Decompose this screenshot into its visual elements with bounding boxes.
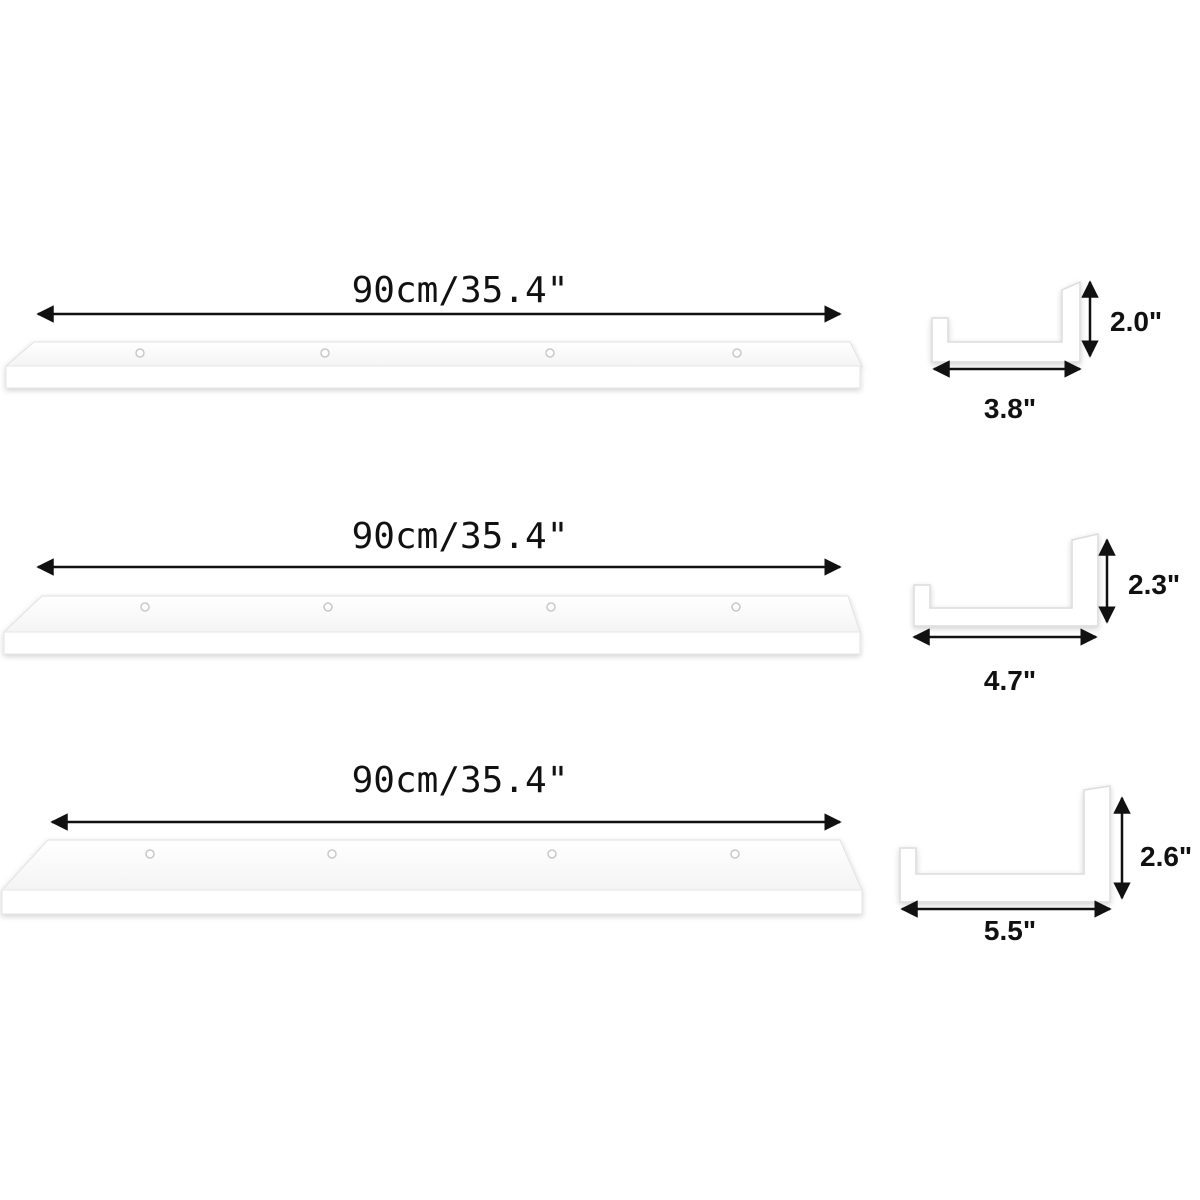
shelf-front-view-2 <box>2 595 861 655</box>
length-label-1: 90cm/35.4" <box>352 270 569 311</box>
height-label-2: 2.3" <box>1128 569 1180 600</box>
screw-holes-1 <box>135 348 742 358</box>
profile-view-3 <box>899 785 1111 903</box>
screw-holes-3 <box>145 849 740 859</box>
height-label-3: 2.6" <box>1140 841 1192 872</box>
profile-view-2 <box>913 533 1099 627</box>
shelf-front-view-3 <box>0 839 863 915</box>
depth-label-3: 5.5" <box>984 915 1036 946</box>
shelf-front-view-1 <box>4 341 863 389</box>
depth-label-2: 4.7" <box>984 665 1036 696</box>
length-label-3: 90cm/35.4" <box>352 760 569 801</box>
shelf-row-2: 90cm/35.4" 2.3" 4.7" <box>2 516 1180 696</box>
shelf-row-3: 90cm/35.4" 2.6" 5.5" <box>0 760 1192 946</box>
depth-label-1: 3.8" <box>984 393 1036 424</box>
screw-holes-2 <box>140 602 741 612</box>
shelf-row-1: 90cm/35.4" 2.0" 3.8" <box>4 270 1162 424</box>
length-label-2: 90cm/35.4" <box>352 516 569 557</box>
height-label-1: 2.0" <box>1110 306 1162 337</box>
profile-view-1 <box>931 280 1081 363</box>
